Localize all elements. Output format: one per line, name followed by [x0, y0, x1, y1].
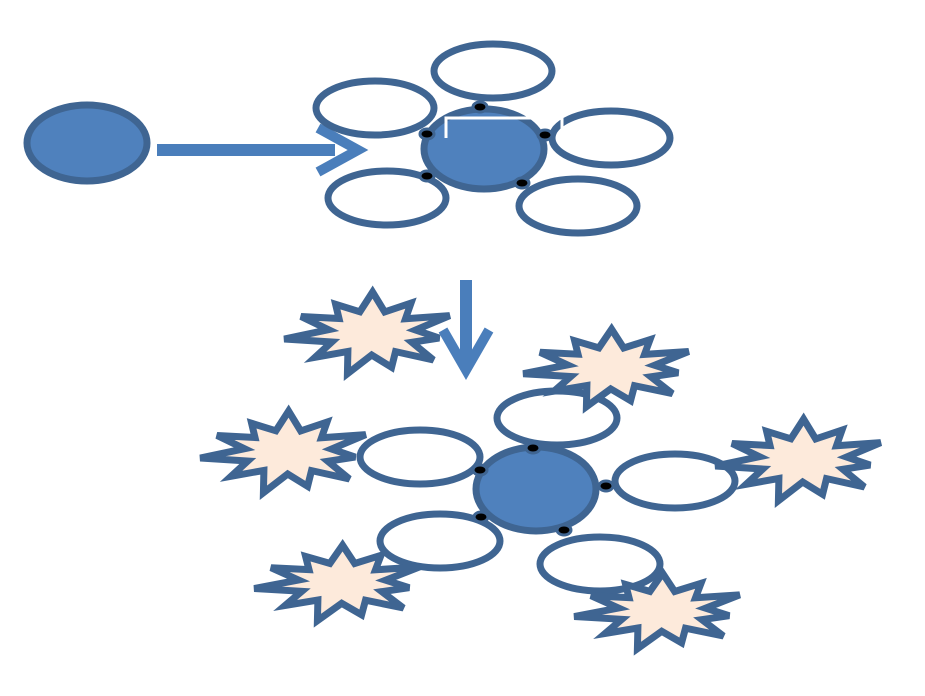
- core-particle: [420, 105, 548, 193]
- link-dot: [472, 510, 490, 524]
- stage-single-particle: [23, 101, 151, 185]
- link-dot: [418, 169, 436, 183]
- link-dot: [471, 100, 489, 114]
- arrow-head: [315, 123, 369, 177]
- core-particle: [472, 443, 600, 535]
- link-dot: [524, 441, 542, 455]
- shell: [376, 510, 504, 572]
- shell: [548, 107, 674, 169]
- arrow-right: [157, 123, 369, 177]
- burst-marker: [522, 322, 691, 414]
- arrows: [157, 123, 494, 381]
- particle: [23, 101, 151, 185]
- burst-marker: [253, 538, 421, 628]
- burst-markers: [199, 285, 883, 656]
- shell: [324, 167, 450, 229]
- shell: [312, 77, 438, 139]
- link-dot: [471, 463, 489, 477]
- link-dot: [513, 176, 531, 190]
- stage-particle-with-shells: [312, 40, 674, 237]
- highlight-line: [444, 116, 564, 138]
- burst-marker: [199, 404, 368, 501]
- shell: [536, 533, 664, 595]
- burst-marker: [573, 566, 741, 656]
- arrow-head: [438, 327, 494, 381]
- stage-shells-with-bursts: [356, 387, 739, 595]
- shell: [611, 450, 739, 512]
- burst-marker: [714, 412, 883, 509]
- shell: [430, 40, 556, 102]
- link-dot: [536, 128, 554, 142]
- burst-marker: [283, 285, 452, 382]
- arrow-down: [438, 280, 494, 381]
- link-dot: [418, 127, 436, 141]
- link-dot: [555, 523, 573, 537]
- shell: [356, 426, 484, 488]
- link-dot: [597, 479, 615, 493]
- shell: [515, 175, 641, 237]
